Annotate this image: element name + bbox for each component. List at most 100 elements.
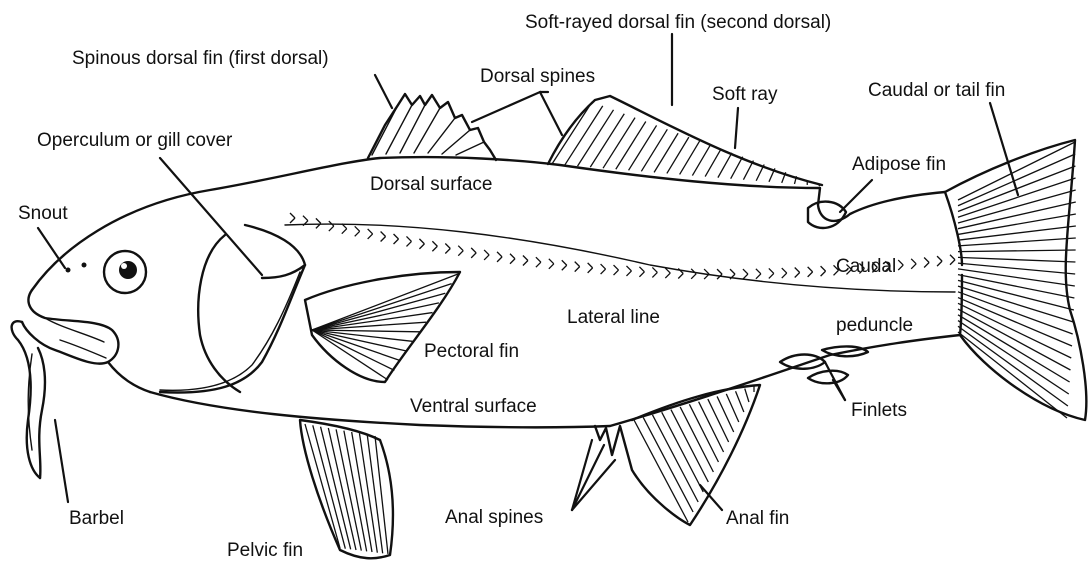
fin-ray [705, 149, 721, 177]
fin-ray [699, 402, 724, 452]
fin-ray [958, 238, 1076, 246]
lateral-line-scale [588, 268, 593, 273]
fin-ray [958, 303, 1071, 358]
fin-ray [958, 292, 1073, 334]
fin-ray [958, 321, 1069, 394]
lateral-line-scale [769, 273, 774, 278]
lateral-line-scale [303, 216, 308, 221]
lateral-line-scale [445, 249, 450, 254]
lateral-line-scale [484, 255, 489, 260]
lateral-line-scale [368, 234, 373, 239]
lateral-line-scale [717, 269, 722, 274]
lateral-line-scale [730, 269, 735, 274]
fin-ray [718, 153, 732, 178]
soft-dorsal-fin [548, 96, 822, 186]
label-finlets: Finlets [851, 400, 907, 421]
label-barbel: Barbel [69, 508, 124, 529]
lateral-line-scale [756, 269, 761, 274]
lateral-line-scale [614, 265, 619, 270]
caudal-fin [945, 140, 1086, 420]
adipose-fin [808, 202, 846, 228]
label-soft-rayed-dorsal-fin: Soft-rayed dorsal fin (second dorsal) [525, 12, 831, 33]
lateral-line-scale [329, 226, 334, 231]
fin-ray [616, 122, 646, 170]
lateral-line-scale [562, 265, 567, 270]
lateral-line-scale [652, 267, 657, 272]
fin-ray [958, 250, 1076, 252]
lateral-line-scale [898, 265, 903, 270]
lateral-line-scale [471, 253, 476, 258]
lateral-line-scale [743, 269, 748, 274]
lateral-line-scale [342, 229, 347, 234]
lateral-line-scale [795, 272, 800, 277]
lateral-line-scale [419, 244, 424, 249]
label-pelvic-fin: Pelvic fin [227, 540, 303, 561]
lateral-line-scale [368, 229, 373, 234]
fin-ray [731, 157, 743, 179]
lateral-line-scale [743, 274, 748, 279]
label-pectoral-fin: Pectoral fin [424, 341, 519, 362]
lateral-line-scale [549, 259, 554, 264]
lateral-line-scale [756, 274, 761, 279]
label-anal-fin: Anal fin [726, 508, 789, 529]
fin-ray [743, 161, 753, 180]
label-dorsal-spines: Dorsal spines [480, 66, 595, 87]
lateral-line-scale [432, 246, 437, 251]
fin-ray [662, 412, 704, 492]
lateral-line-scale [536, 257, 541, 262]
lateral-line-scale [458, 251, 463, 256]
lateral-line-scale [432, 241, 437, 246]
lateral-line-scale [937, 256, 942, 261]
lateral-line-scale [937, 261, 942, 266]
lateral-line-scale [562, 260, 567, 265]
fin-ray [667, 137, 689, 173]
label-snout: Snout [18, 203, 68, 224]
lateral-line-scale [782, 268, 787, 273]
lateral-line-scale [639, 267, 644, 272]
label-spinous-dorsal-fin: Spinous dorsal fin (first dorsal) [72, 48, 329, 69]
fin-ray [717, 396, 734, 432]
lateral-line-scale [652, 272, 657, 277]
lateral-line-scale [549, 264, 554, 269]
lateral-line-scale [510, 254, 515, 259]
lateral-line-scale [536, 262, 541, 267]
label-lateral-line: Lateral line [567, 307, 660, 328]
lateral-line-scale [575, 267, 580, 272]
pelvic-fin [300, 420, 393, 558]
fin-ray [671, 410, 708, 482]
lateral-line-scale [626, 271, 631, 276]
fish-body [22, 157, 962, 427]
lateral-line-scale [484, 250, 489, 255]
finlets [780, 346, 868, 383]
lateral-line-scale [497, 252, 502, 257]
spinous-dorsal-fin [368, 94, 496, 160]
fin-ray [736, 391, 744, 412]
fin-ray [958, 257, 1075, 262]
lateral-line-scale [704, 269, 709, 274]
fin-ray [958, 332, 1067, 418]
lateral-line-scale [601, 264, 606, 269]
lateral-line-scale [381, 231, 386, 236]
lateral-line-scale [911, 264, 916, 269]
lateral-line-scale [419, 239, 424, 244]
fin-ray [629, 125, 657, 170]
lateral-line-scale [795, 267, 800, 272]
lateral-line-scale [406, 241, 411, 246]
fin-ray [603, 118, 635, 169]
fin-ray [708, 399, 729, 442]
lateral-line-scale [911, 259, 916, 264]
label-caudal: Caudal [836, 256, 896, 277]
lateral-line-scale [950, 260, 955, 265]
label-peduncle: peduncle [836, 315, 913, 336]
lateral-line-scale [691, 269, 696, 274]
lateral-line-scale [445, 244, 450, 249]
label-adipose-fin: Adipose fin [852, 154, 946, 175]
lateral-line-scale [601, 269, 606, 274]
lateral-line-scale [678, 273, 683, 278]
fin-ray [375, 436, 388, 554]
fin-ray [756, 164, 764, 180]
label-caudal-fin: Caudal or tail fin [868, 80, 1005, 101]
fin-ray [745, 389, 749, 402]
lateral-line-scale [769, 268, 774, 273]
